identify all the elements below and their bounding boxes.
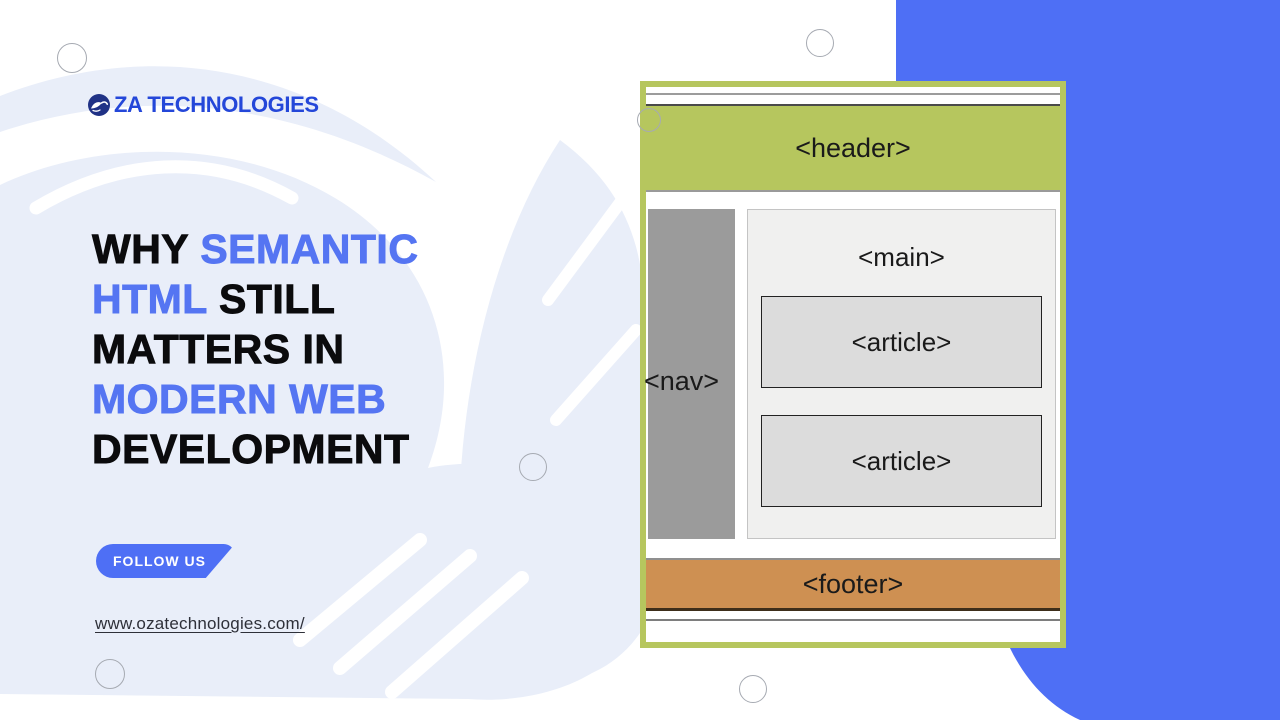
browser-chrome-bar (646, 611, 1060, 621)
headline-segment: HTML (92, 276, 208, 323)
decor-circle (57, 43, 87, 73)
diagram-header-block: <header> (646, 106, 1060, 192)
decor-circle (806, 29, 834, 57)
brand-logo: ZA TECHNOLOGIES (87, 92, 319, 118)
diagram-content-row: <nav> <main> <article> <article> (644, 209, 1060, 539)
browser-chrome-bar (646, 95, 1060, 106)
main-tag-label: <main> (858, 242, 945, 272)
browser-chrome-bar (646, 87, 1060, 95)
diagram-spacer (646, 192, 1060, 209)
headline-line: MATTERS IN (92, 324, 512, 374)
headline-segment: MODERN WEB (92, 376, 387, 423)
follow-us-button[interactable]: FOLLOW US (96, 544, 235, 578)
headline-segment: DEVELOPMENT (92, 426, 410, 473)
website-link[interactable]: www.ozatechnologies.com/ (95, 614, 305, 633)
headline-segment: SEMANTIC (200, 226, 419, 273)
decor-circle (739, 675, 767, 703)
headline-segment: WHY (92, 226, 201, 273)
headline-line: WHY SEMANTIC (92, 224, 512, 274)
headline-segment: STILL (207, 276, 336, 323)
follow-us-label: FOLLOW US (113, 553, 206, 569)
diagram-nav-block: <nav> (644, 209, 735, 539)
headline-segment: MATTERS IN (92, 326, 345, 373)
decor-circle (519, 453, 547, 481)
diagram-article-block: <article> (761, 296, 1042, 388)
semantic-html-diagram: <header> <nav> <main> <article> <article… (640, 81, 1066, 648)
browser-chrome-bar (646, 621, 1060, 633)
header-tag-label: <header> (795, 132, 911, 163)
diagram-main-block: <main> <article> <article> (747, 209, 1056, 539)
decor-circle (637, 108, 661, 132)
headline-line: HTML STILL (92, 274, 512, 324)
diagram-article-block: <article> (761, 415, 1042, 507)
decor-circle (95, 659, 125, 689)
diagram-spacer (646, 539, 1060, 558)
article-tag-label: <article> (851, 445, 952, 476)
nav-tag-label: <nav> (644, 365, 720, 396)
globe-elephant-icon (88, 94, 110, 116)
diagram-footer-block: <footer> (646, 558, 1060, 611)
headline-line: DEVELOPMENT (92, 424, 512, 474)
headline-line: MODERN WEB (92, 374, 512, 424)
article-tag-label: <article> (851, 326, 952, 357)
brand-logo-text: ZA TECHNOLOGIES (114, 92, 319, 117)
footer-tag-label: <footer> (802, 568, 904, 599)
